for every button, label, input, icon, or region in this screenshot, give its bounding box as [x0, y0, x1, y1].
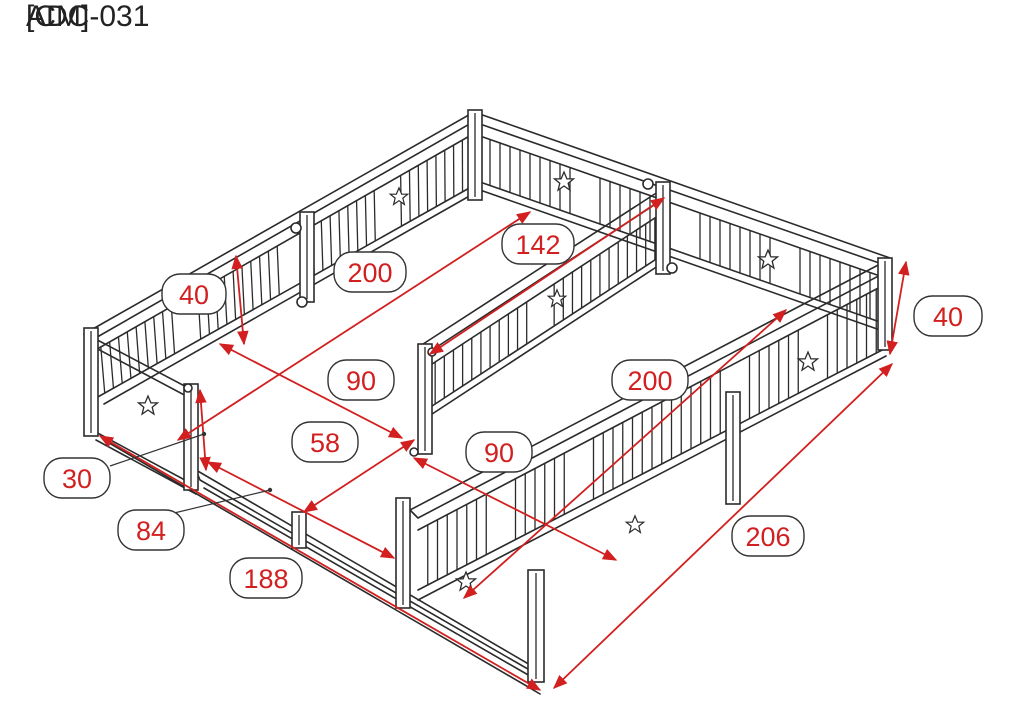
dim-label-left-bed-width: 90	[327, 359, 395, 401]
dim-line-post-offset	[195, 388, 211, 472]
dim-label-divider-length: 142	[501, 223, 575, 265]
dim-label-front-opening: 84	[117, 509, 185, 551]
front-base-rail	[103, 439, 541, 695]
dim-line-front-width	[98, 435, 542, 691]
dim-label-right-bed-length: 200	[611, 359, 689, 401]
model-number: ADC-031	[26, 0, 150, 33]
dim-line-left-height	[231, 254, 249, 346]
dim-label-front-width: 188	[229, 557, 303, 599]
dim-label-right-height: 40	[913, 295, 983, 337]
dim-line-right-bed-width	[412, 457, 618, 561]
dim-text-left-height: 40	[179, 280, 209, 310]
unit-label: [CM]	[26, 0, 90, 33]
bed-frame	[83, 109, 893, 695]
dim-label-post-offset: 30	[43, 457, 111, 499]
dim-text-side-length: 206	[745, 522, 790, 552]
dim-line-side-length	[552, 363, 894, 689]
back-right-wall	[473, 111, 891, 331]
dim-text-right-bed-length: 200	[627, 366, 672, 396]
dim-line-left-bed-width	[218, 343, 404, 439]
dim-line-right-height	[886, 260, 910, 356]
dim-text-divider-length: 142	[515, 230, 560, 260]
dimension-lines	[98, 197, 910, 691]
dim-text-post-offset: 30	[62, 464, 92, 494]
dim-label-right-bed-width: 90	[465, 431, 533, 473]
dim-label-back-length: 200	[333, 251, 407, 293]
dim-text-left-bed-width: 90	[346, 366, 376, 396]
dim-text-right-height: 40	[933, 302, 963, 332]
dim-text-back-length: 200	[347, 258, 392, 288]
dim-label-side-length: 206	[731, 515, 805, 557]
dim-label-left-height: 40	[161, 273, 227, 315]
dim-text-entry-gap: 58	[310, 428, 340, 458]
dim-text-front-width: 188	[243, 564, 288, 594]
dim-line-back-length	[176, 211, 532, 441]
dim-text-right-bed-width: 90	[484, 438, 514, 468]
dim-label-entry-gap: 58	[291, 421, 359, 463]
dimension-labels: 40 200 142 40 90 200 58 90 30 84 188 206	[43, 223, 983, 599]
dim-text-front-opening: 84	[136, 516, 166, 546]
